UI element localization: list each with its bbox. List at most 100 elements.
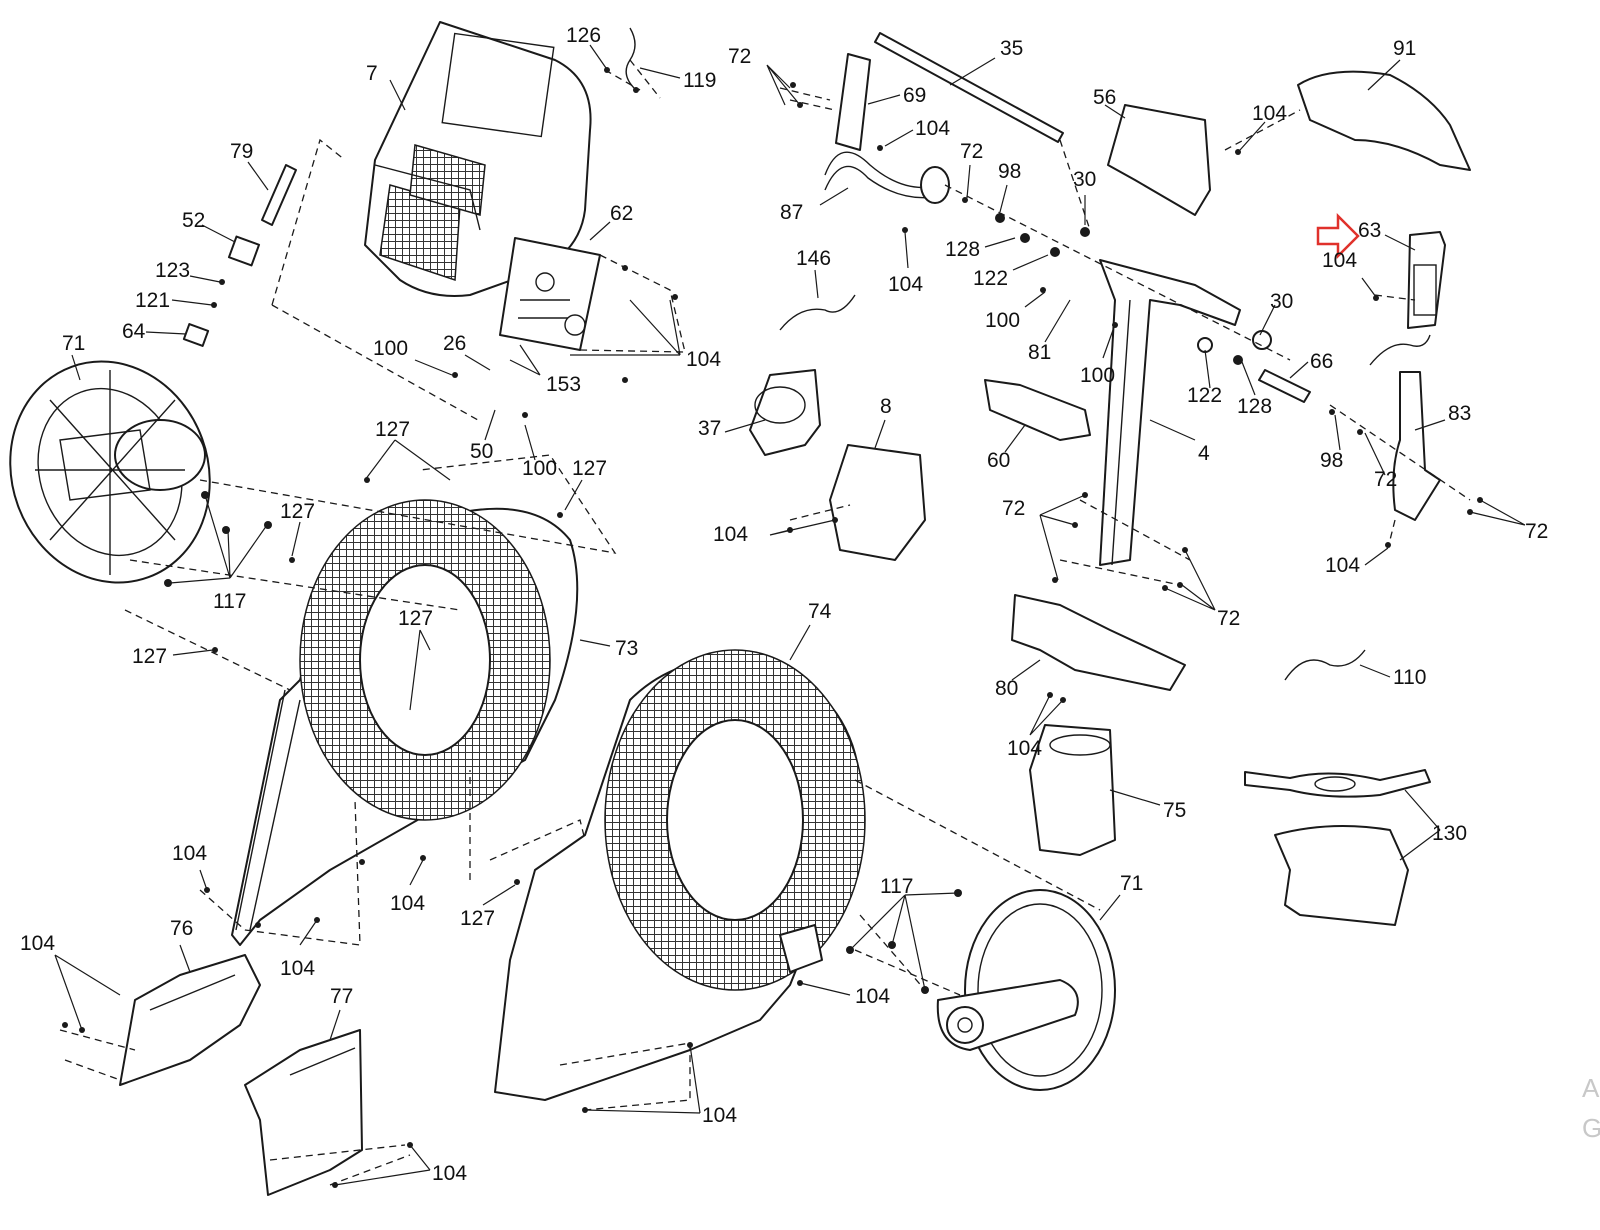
cable-part-63-wire [1369,334,1431,366]
callout-127-e: 127 [398,607,433,630]
callout-71-left: 71 [62,332,85,355]
callout-130: 130 [1432,822,1467,845]
callout-104-f: 104 [1325,554,1360,577]
callout-104-g: 104 [713,523,748,546]
cover-part-37 [749,369,821,456]
callout-60: 60 [987,449,1010,472]
cable-part-110 [1284,649,1366,681]
cable-part-119 [625,27,637,91]
callout-104-n: 104 [702,1104,737,1127]
cover-part-75 [1029,724,1116,856]
callout-100-b: 100 [522,457,557,480]
cover-part-8 [829,444,926,561]
callout-71-right: 71 [1120,872,1143,895]
callout-100-a: 100 [373,337,408,360]
callout-126: 126 [566,24,601,47]
callout-72-d: 72 [1525,520,1548,543]
callout-8: 8 [880,395,892,418]
callout-104-m: 104 [855,985,890,1008]
cover-part-60 [984,379,1091,441]
flywheel-disc-part-71-right [936,889,1116,1091]
callout-127-f: 127 [460,907,495,930]
callout-127-c: 127 [280,500,315,523]
callout-4: 4 [1198,442,1210,465]
callout-64: 64 [122,320,146,343]
callout-35: 35 [1000,37,1023,60]
watermark-line-1: A [1582,1073,1600,1103]
callout-72-e: 72 [1002,497,1025,520]
callout-69: 69 [903,84,926,107]
callout-72-f: 72 [1217,607,1240,630]
callout-104-h: 104 [1007,737,1042,760]
callout-104-j: 104 [390,892,425,915]
tube-part-35 [874,32,1064,143]
cover-part-76 [119,954,261,1086]
leader-lines [54,44,1526,1186]
cover-part-91 [1297,70,1471,171]
callout-72-c: 72 [1374,468,1397,491]
upright-tube-part-4 [1099,259,1272,566]
callout-104-l: 104 [20,932,55,955]
chest-strap-part-130 [1244,769,1431,926]
mounting-plate-part-62 [499,237,601,351]
flywheel-disc-part-71-left [9,360,211,584]
handle-part-83 [1392,371,1441,521]
callout-72-b: 72 [960,140,983,163]
handlebar-part-87 [824,53,950,204]
cable-part-146 [779,294,856,331]
callout-79: 79 [230,140,253,163]
callout-56: 56 [1093,86,1116,109]
cover-part-80 [1011,594,1186,691]
callout-80: 80 [995,677,1018,700]
cover-part-56 [1107,104,1211,216]
callout-52: 52 [182,209,205,232]
callout-74: 74 [808,600,832,623]
callout-87: 87 [780,201,803,224]
callout-62: 62 [610,202,633,225]
callout-75: 75 [1163,799,1186,822]
cover-part-77 [244,1029,363,1196]
console-part-7 [364,21,592,297]
callout-63: 63 [1358,219,1381,242]
callout-104-c: 104 [888,273,923,296]
callout-50: 50 [470,440,493,463]
callout-122-b: 122 [1187,384,1222,407]
left-shroud-part-73 [231,499,579,946]
right-shroud-part-74 [494,649,866,1101]
callout-146: 146 [796,247,831,270]
callout-100-d: 100 [1080,364,1115,387]
callout-labels: 7 126 119 79 52 123 121 64 71 62 100 26 … [20,24,1548,1185]
callout-76: 76 [170,917,193,940]
callout-153: 153 [546,373,581,396]
callout-127-d: 127 [132,645,167,668]
callout-7: 7 [366,62,378,85]
callout-37: 37 [698,417,721,440]
callout-117-b: 117 [880,875,913,898]
callout-30-a: 30 [1073,168,1096,191]
callout-100-c: 100 [985,309,1020,332]
callout-117-a: 117 [213,590,246,613]
callout-110: 110 [1393,666,1426,689]
callout-128-a: 128 [945,238,980,261]
axle-assembly-parts [182,164,297,347]
callout-128-b: 128 [1237,395,1272,418]
callout-77: 77 [330,985,353,1008]
callout-127-b: 127 [572,457,607,480]
callout-66: 66 [1310,350,1333,373]
callout-121: 121 [135,289,170,312]
callout-104-o: 104 [432,1162,467,1185]
pulse-grip-part-63 [1407,231,1446,329]
callout-73: 73 [615,637,638,660]
callout-104-i: 104 [172,842,207,865]
callout-119: 119 [683,69,716,92]
callout-81: 81 [1028,341,1051,364]
shaft-part-66 [1258,369,1311,403]
callout-104-k: 104 [280,957,315,980]
callout-104-b: 104 [915,117,950,140]
watermark-line-2: G [1582,1113,1600,1143]
highlight-arrow-icon [1316,212,1360,260]
callout-91: 91 [1393,37,1416,60]
callout-104-d: 104 [1252,102,1287,125]
callout-83: 83 [1448,402,1471,425]
